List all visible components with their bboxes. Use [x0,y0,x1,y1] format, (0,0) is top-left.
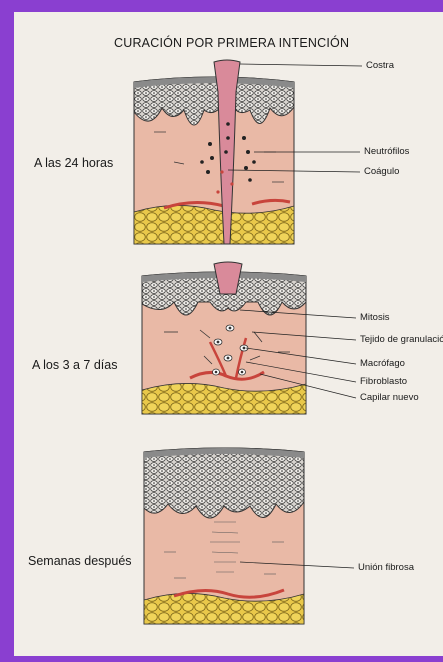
annotation-fibroblasto: Fibroblasto [360,376,407,387]
stage-label-24h: A las 24 horas [34,156,113,170]
diagram-title: CURACIÓN POR PRIMERA INTENCIÓN [114,36,349,50]
stage-3-7d-tissue [142,262,306,414]
stage-weeks-tissue [144,448,304,624]
stage-label-weeks: Semanas después [28,554,132,568]
illustration-page: CURACIÓN POR PRIMERA INTENCIÓN A las 24 … [14,12,443,656]
annotation-capilar-nuevo: Capilar nuevo [360,392,419,403]
annotation-coagulo: Coágulo [364,166,399,177]
annotation-neutrofilos: Neutrófilos [364,146,409,157]
annotation-mitosis: Mitosis [360,312,390,323]
stage-label-3-7d: A los 3 a 7 días [32,358,117,372]
annotation-costra: Costra [366,60,394,71]
annotation-tejido-granulacion: Tejido de granulación [360,334,443,345]
annotation-macrofago: Macrófago [360,358,405,369]
annotation-union-fibrosa: Unión fibrosa [358,562,414,573]
